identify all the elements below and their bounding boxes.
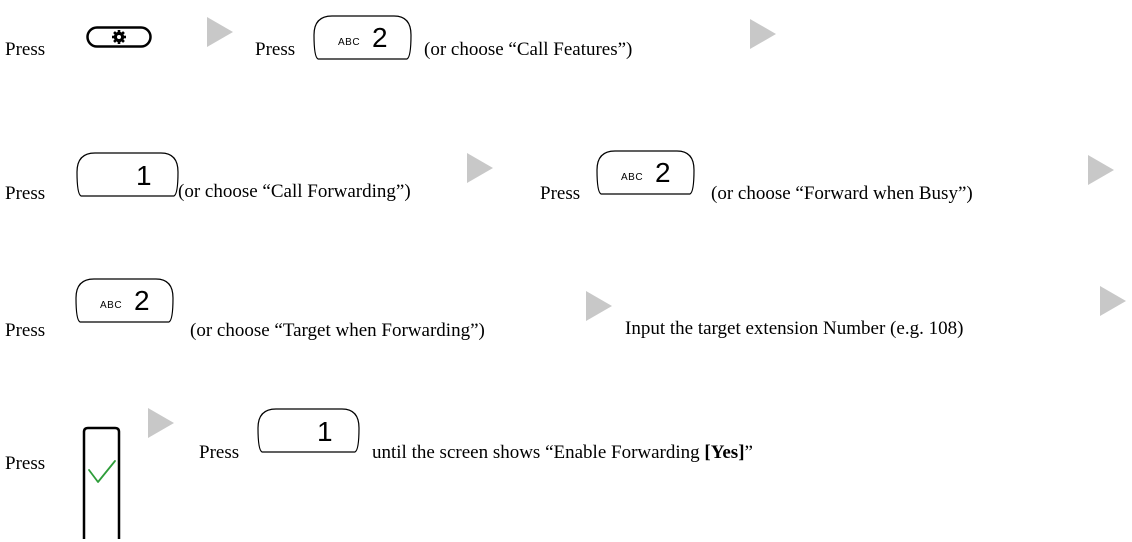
arrow-right-icon <box>1100 286 1126 316</box>
row4-note-prefix: until the screen shows “Enable Forwardin… <box>372 442 705 463</box>
row3-press-a: Press <box>5 320 46 341</box>
arrow-right-icon <box>467 153 493 183</box>
key-digit: 2 <box>372 22 388 53</box>
row2-press-a: Press <box>5 183 46 204</box>
confirm-key <box>82 426 122 540</box>
row2-note-b: (or choose “Forward when Busy”) <box>711 183 973 204</box>
digit1-key: 1 <box>76 152 179 197</box>
gear-icon <box>112 30 126 44</box>
row2-note-a: (or choose “Call Forwarding”) <box>178 181 411 202</box>
row2-press-b: Press <box>540 183 581 204</box>
row4-press-a: Press <box>5 453 46 474</box>
abc2-key: ABC 2 <box>596 150 695 195</box>
key-digit: 1 <box>317 416 333 447</box>
digit1-key: 1 <box>257 408 360 453</box>
row4-press-b: Press <box>199 442 240 463</box>
key-digit: 1 <box>136 160 152 191</box>
row1-press-b: Press <box>255 39 296 60</box>
arrow-right-icon <box>750 19 776 49</box>
abc2-key: ABC 2 <box>75 278 174 323</box>
row4-note-bold: [Yes] <box>704 442 745 463</box>
arrow-right-icon <box>148 408 174 438</box>
row1-press-a: Press <box>5 39 46 60</box>
key-digit: 2 <box>134 285 150 316</box>
key-letters: ABC <box>338 37 360 48</box>
arrow-right-icon <box>1088 155 1114 185</box>
abc2-key: ABC 2 <box>313 15 412 60</box>
row4-note-suffix: ” <box>744 442 753 463</box>
row3-input-text: Input the target extension Number (e.g. … <box>625 318 964 339</box>
arrow-right-icon <box>207 17 233 47</box>
key-digit: 2 <box>655 157 671 188</box>
key-letters: ABC <box>621 172 643 183</box>
checkmark-icon <box>88 460 116 483</box>
key-letters: ABC <box>100 300 122 311</box>
row1-note-b: (or choose “Call Features”) <box>424 39 633 60</box>
arrow-right-icon <box>586 291 612 321</box>
row4-note-b: until the screen shows “Enable Forwardin… <box>372 443 753 462</box>
settings-key <box>86 26 152 48</box>
row3-note-a: (or choose “Target when Forwarding”) <box>190 320 485 341</box>
